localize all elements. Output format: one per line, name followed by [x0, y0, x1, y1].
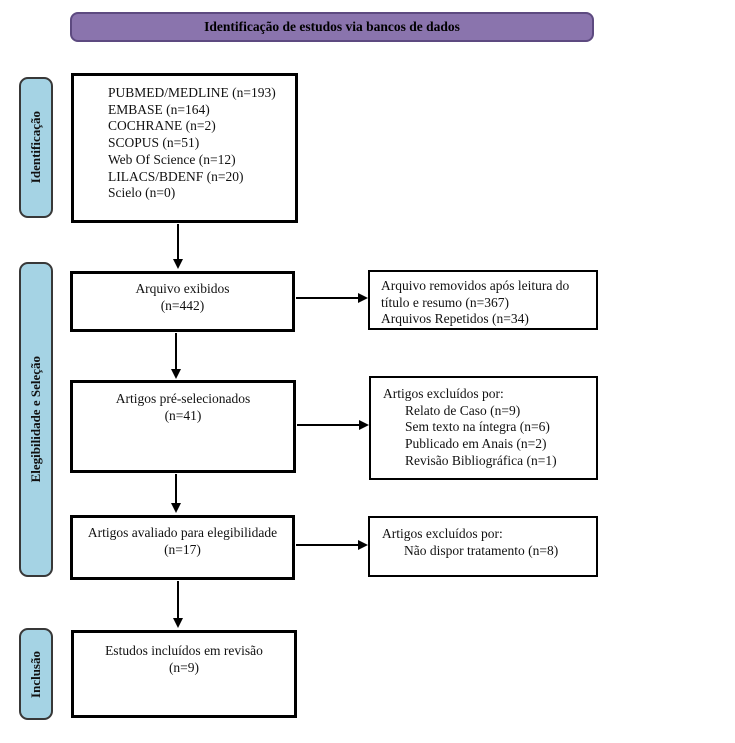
stage-inclusao: Inclusão	[19, 628, 53, 720]
records-screened-count: (n=442)	[160, 297, 205, 313]
stage-elegibilidade-selecao: Elegibilidade e Seleção	[19, 262, 53, 577]
preselected-title: Artigos pré-selecionados	[115, 391, 251, 406]
stage-identificacao: Identificação	[19, 77, 53, 218]
arrow-assessed-to-excluded	[296, 540, 368, 550]
database-line: COCHRANE (n=2)	[108, 118, 216, 134]
excluded-assessment-box: Artigos excluídos por: Não dispor tratam…	[368, 516, 598, 577]
database-line: EMBASE (n=164)	[108, 101, 210, 117]
excluded-preselection-heading: Artigos excluídos por:	[383, 386, 504, 401]
databases-box: PUBMED/MEDLINE (n=193) EMBASE (n=164) CO…	[71, 73, 298, 223]
excluded-assessment-heading: Artigos excluídos por:	[382, 526, 503, 541]
arrow-screened-to-preselected	[171, 333, 181, 379]
preselected-count: (n=41)	[164, 407, 202, 423]
records-removed-line: Arquivos Repetidos (n=34)	[381, 311, 529, 327]
records-screened-title: Arquivo exibidos	[135, 281, 230, 296]
included-count: (n=9)	[168, 659, 200, 675]
records-removed-box: Arquivo removidos após leitura do título…	[368, 270, 598, 330]
stage-elegibilidade-selecao-label: Elegibilidade e Seleção	[28, 356, 43, 483]
records-screened-box: Arquivo exibidos (n=442)	[70, 271, 295, 332]
diagram-title: Identificação de estudos via bancos de d…	[204, 19, 460, 34]
identification-banner: Identificação de estudos via bancos de d…	[70, 12, 594, 42]
assessed-box: Artigos avaliado para elegibilidade (n=1…	[70, 515, 295, 580]
excluded-reason: Revisão Bibliográfica (n=1)	[405, 452, 557, 468]
arrow-databases-to-screened	[173, 224, 183, 269]
preselected-box: Artigos pré-selecionados (n=41)	[70, 380, 296, 473]
database-line: Scielo (n=0)	[108, 185, 176, 201]
records-removed-line: Arquivo removidos após leitura do título…	[381, 278, 570, 310]
assessed-title: Artigos avaliado para elegibilidade	[87, 525, 278, 540]
database-line: SCOPUS (n=51)	[108, 135, 200, 151]
stage-inclusao-label: Inclusão	[28, 650, 43, 698]
arrow-assessed-to-included	[173, 581, 183, 628]
included-title: Estudos incluídos em revisão	[105, 643, 263, 658]
excluded-reason: Não dispor tratamento (n=8)	[404, 542, 559, 558]
stage-identificacao-label: Identificação	[28, 111, 43, 184]
included-box: Estudos incluídos em revisão (n=9)	[71, 630, 297, 718]
arrow-preselected-to-excluded	[297, 420, 369, 430]
database-line: Web Of Science (n=12)	[108, 151, 236, 167]
database-line: LILACS/BDENF (n=20)	[108, 168, 244, 184]
database-line: PUBMED/MEDLINE (n=193)	[108, 85, 276, 100]
excluded-reason: Sem texto na íntegra (n=6)	[405, 419, 550, 435]
assessed-count: (n=17)	[164, 541, 201, 557]
excluded-preselection-box: Artigos excluídos por: Relato de Caso (n…	[369, 376, 598, 480]
arrow-screened-to-removed	[296, 293, 368, 303]
excluded-reason: Publicado em Anais (n=2)	[405, 436, 547, 452]
excluded-reason: Relato de Caso (n=9)	[405, 402, 521, 418]
arrow-preselected-to-assessed	[171, 474, 181, 513]
